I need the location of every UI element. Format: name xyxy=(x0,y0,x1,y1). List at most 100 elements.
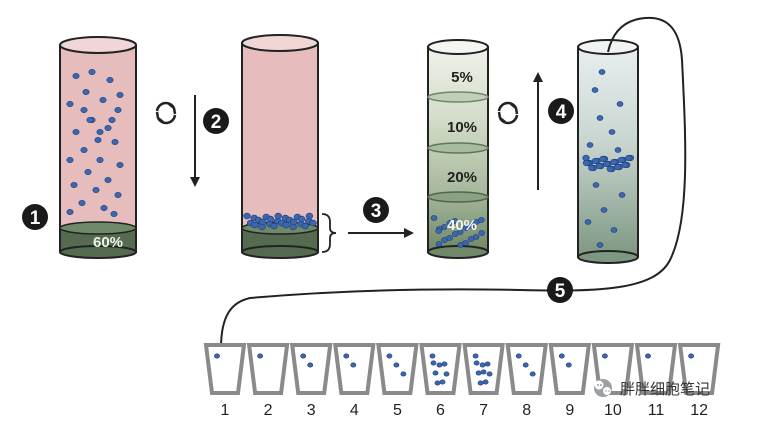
particle-dot xyxy=(608,129,616,135)
particle-dot xyxy=(434,380,441,386)
fraction-tube-3: 3 xyxy=(289,343,333,419)
fraction-number: 4 xyxy=(350,402,359,419)
tube-1-sample: 60% xyxy=(59,36,137,259)
fraction-tube-body xyxy=(246,343,290,395)
step-1-badge: 1 xyxy=(22,204,48,230)
fraction-tube-8: 8 xyxy=(505,343,548,419)
step-5-badge: 5 xyxy=(547,277,573,303)
particle-dot xyxy=(584,219,592,225)
particle-dot xyxy=(602,160,611,168)
particle-dot xyxy=(625,154,633,162)
tube-4-separated xyxy=(577,39,639,264)
fraction-number: 1 xyxy=(221,402,230,419)
particle-dot xyxy=(106,76,114,84)
particle-dot xyxy=(82,88,90,96)
fraction-number: 8 xyxy=(522,402,531,419)
fraction-tube-body xyxy=(548,343,592,395)
cushion-label: 60% xyxy=(93,234,123,251)
particle-dot xyxy=(443,371,450,377)
particle-dot xyxy=(588,164,596,172)
particle-dot xyxy=(266,215,275,223)
particle-dot xyxy=(621,161,629,169)
fraction-tube-2: 2 xyxy=(246,343,290,419)
collection-brace xyxy=(321,213,337,253)
particle-dot xyxy=(596,115,604,121)
particle-dot xyxy=(456,229,464,235)
fraction-number: 11 xyxy=(648,402,665,419)
step-4-badge: 4 xyxy=(548,98,574,124)
particle-dot xyxy=(96,156,104,164)
particle-dot xyxy=(429,353,436,359)
fraction-tube-body xyxy=(376,343,419,395)
watermark: 胖胖细胞笔记 xyxy=(594,379,710,398)
fraction-tube-6: 6 xyxy=(419,343,462,419)
particle-dot xyxy=(440,224,448,230)
fraction-tube-5: 5 xyxy=(376,343,419,419)
fraction-number: 7 xyxy=(479,402,488,419)
step-3-badge: 3 xyxy=(363,197,389,223)
fraction-tube-11: 11 xyxy=(634,343,678,419)
particle-dot xyxy=(472,353,479,359)
fraction-number: 10 xyxy=(604,402,622,419)
particle-dot xyxy=(432,370,439,376)
particle-dot xyxy=(274,212,282,220)
particle-dot xyxy=(88,68,96,76)
particle-dot xyxy=(441,361,448,367)
particle-dot xyxy=(446,235,453,241)
particle-dot xyxy=(104,124,112,132)
particle-dot xyxy=(484,361,491,367)
particle-dot xyxy=(482,379,489,385)
particle-dot xyxy=(451,218,459,224)
tube-2-centrifuged xyxy=(241,34,319,259)
particle-dot xyxy=(108,116,116,124)
fraction-tube-body xyxy=(289,343,333,395)
particle-dot xyxy=(598,69,606,75)
particle-dot xyxy=(114,191,122,199)
collection-tubing xyxy=(220,16,687,349)
fraction-tube-body xyxy=(203,343,247,395)
particle-dot xyxy=(114,106,122,114)
particle-dot xyxy=(591,157,600,165)
particle-dot xyxy=(270,222,278,230)
particle-dot xyxy=(300,353,307,359)
particle-dot xyxy=(297,215,306,223)
particle-dot xyxy=(582,159,591,167)
particle-dot xyxy=(602,353,608,359)
particle-dot xyxy=(462,240,469,246)
particle-dot xyxy=(290,218,298,226)
particle-dot xyxy=(258,218,267,226)
particle-dot xyxy=(72,72,80,80)
particle-dot xyxy=(592,182,600,188)
particle-dot xyxy=(301,222,309,230)
particle-dot xyxy=(595,162,603,170)
layer-label-40: 40% xyxy=(447,217,477,234)
particle-dot xyxy=(688,353,694,359)
particle-dot xyxy=(84,168,92,176)
particle-dot xyxy=(243,212,251,220)
particle-dot xyxy=(467,223,475,229)
particle-dot xyxy=(480,369,487,375)
particle-dot xyxy=(522,362,529,368)
particle-dot xyxy=(430,215,438,221)
particle-dot xyxy=(618,192,626,198)
particle-dot xyxy=(66,156,74,164)
fraction-tube-body xyxy=(505,343,548,395)
layer-label-20: 20% xyxy=(447,169,477,186)
wechat-logo-icon xyxy=(594,379,612,397)
fraction-tube-12: 12 xyxy=(677,343,721,419)
particle-dot xyxy=(66,100,74,108)
particle-dot xyxy=(386,353,393,359)
fraction-tube-1: 1 xyxy=(203,343,247,419)
particle-dot xyxy=(257,353,263,359)
particle-dot xyxy=(309,219,317,227)
particle-dot xyxy=(558,353,565,359)
particle-dot xyxy=(393,362,400,368)
tube-2-particle-band xyxy=(243,212,317,231)
particle-dot xyxy=(565,362,572,368)
particle-dot xyxy=(111,138,119,146)
particle-dot xyxy=(343,353,350,359)
particle-dot xyxy=(478,217,485,223)
particle-dot xyxy=(100,204,108,212)
fraction-tube-body xyxy=(333,343,376,395)
